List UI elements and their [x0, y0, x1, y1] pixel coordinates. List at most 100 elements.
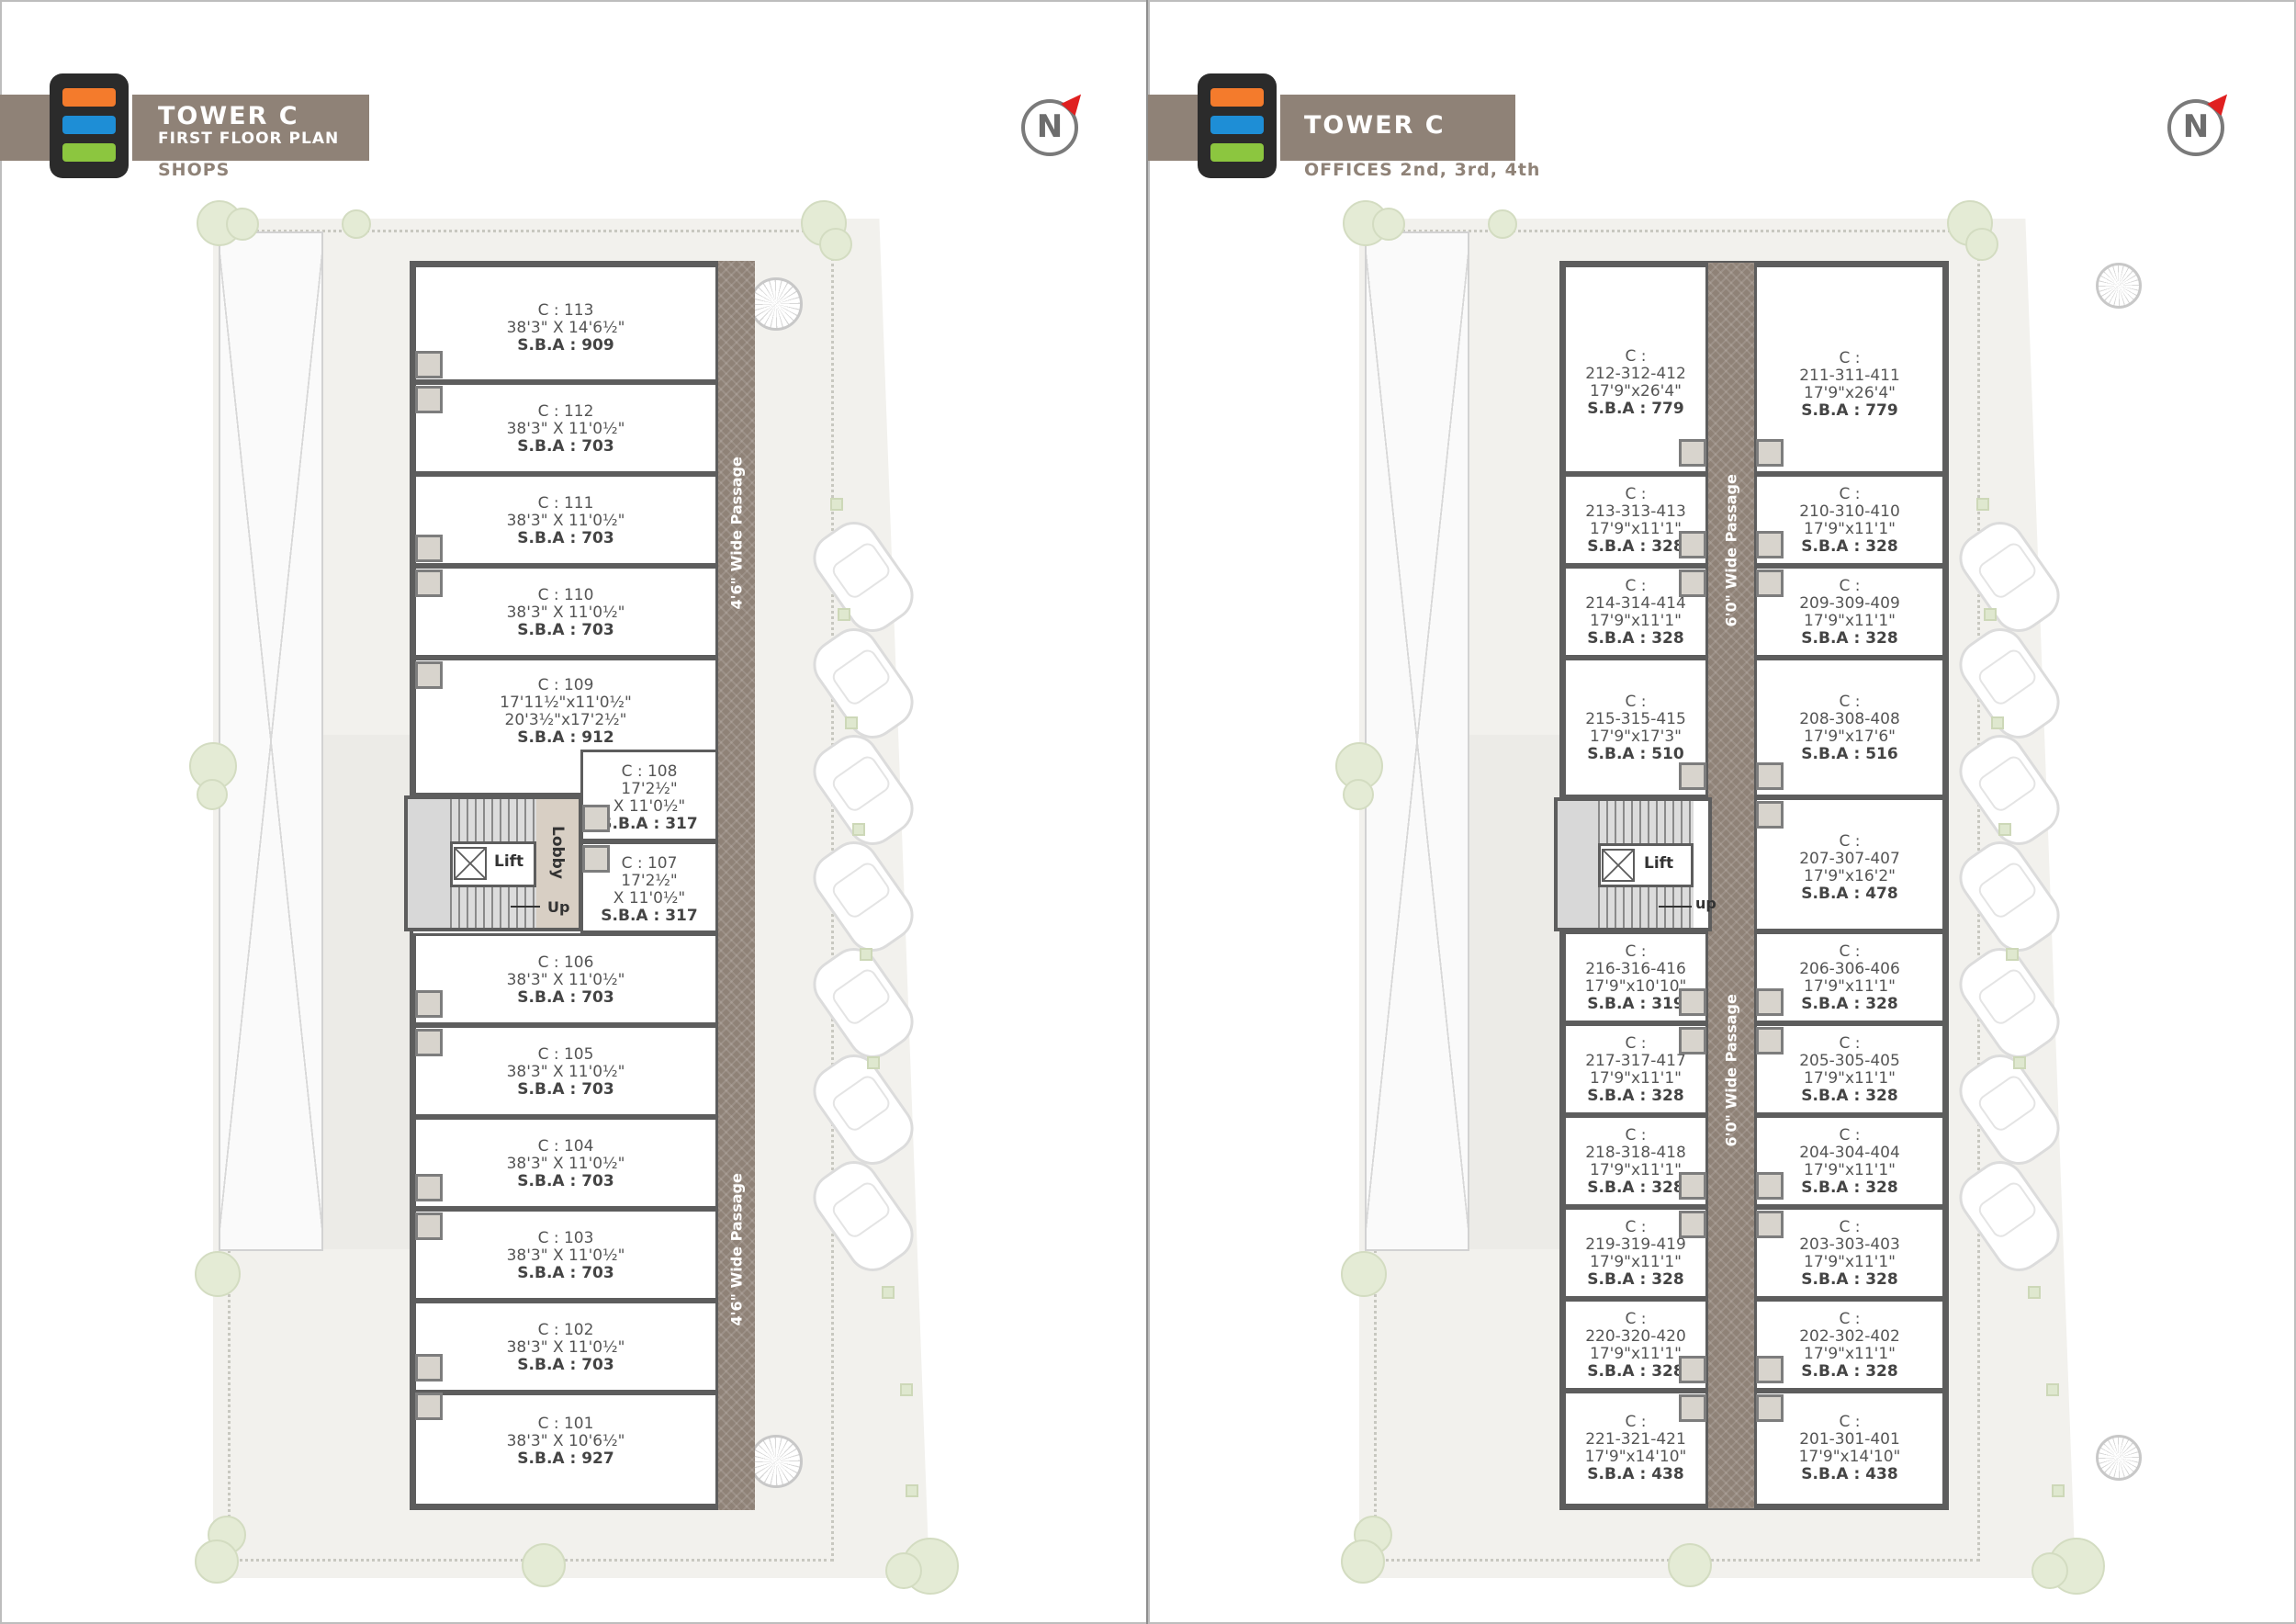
tree-icon	[1488, 209, 1517, 239]
tree-icon	[1372, 208, 1405, 241]
shop-unit-108[interactable]: C : 108 17'2½" X 11'0½" S.B.A : 317	[580, 750, 718, 841]
office-unit-208[interactable]: C : 208-308-408 17'9"x17'6" S.B.A : 516	[1754, 658, 1945, 797]
lift-void-icon	[1602, 849, 1635, 882]
header-stub	[1148, 95, 1201, 161]
washroom-icon	[1756, 1027, 1784, 1054]
tree-icon	[885, 1552, 922, 1589]
office-unit-203[interactable]: C : 203-303-403 17'9"x11'1" S.B.A : 328	[1754, 1207, 1945, 1299]
lift-label: Lift	[1644, 854, 1674, 873]
open-ground	[219, 231, 323, 1251]
tree-icon	[197, 779, 228, 810]
office-unit-205[interactable]: C : 205-305-405 17'9"x11'1" S.B.A : 328	[1754, 1023, 1945, 1115]
shop-unit-106[interactable]: C : 106 38'3" X 11'0½" S.B.A : 703	[413, 933, 718, 1025]
shop-unit-113[interactable]: C : 113 38'3" X 14'6½" S.B.A : 909	[413, 265, 718, 382]
shop-unit-102[interactable]: C : 102 38'3" X 11'0½" S.B.A : 703	[413, 1301, 718, 1393]
washroom-icon	[415, 535, 443, 562]
office-unit-213[interactable]: C : 213-313-413 17'9"x11'1" S.B.A : 328	[1563, 474, 1708, 566]
shop-unit-105[interactable]: C : 105 38'3" X 11'0½" S.B.A : 703	[413, 1025, 718, 1117]
brand-logo	[1198, 73, 1277, 178]
washroom-icon	[1756, 570, 1784, 597]
passage-label: 6'0" Wide Passage	[1722, 994, 1740, 1147]
office-unit-204[interactable]: C : 204-304-404 17'9"x11'1" S.B.A : 328	[1754, 1115, 1945, 1207]
stair-landing	[1558, 801, 1598, 928]
compass-letter: N	[1036, 108, 1064, 145]
office-unit-209[interactable]: C : 209-309-409 17'9"x11'1" S.B.A : 328	[1754, 566, 1945, 658]
office-unit-218[interactable]: C : 218-318-418 17'9"x11'1" S.B.A : 328	[1563, 1115, 1708, 1207]
washroom-icon	[1756, 762, 1784, 790]
header-bar	[1280, 95, 1515, 161]
header-stub	[0, 95, 53, 161]
tree-icon	[342, 209, 371, 239]
office-unit-207[interactable]: C : 207-307-407 17'9"x16'2" S.B.A : 478	[1754, 797, 1945, 931]
shrub-icon	[1991, 716, 2004, 729]
tree-icon	[819, 228, 852, 261]
page-subtitle: FIRST FLOOR PLAN	[158, 130, 340, 148]
shrub-icon	[852, 823, 865, 836]
office-unit-202[interactable]: C : 202-302-402 17'9"x11'1" S.B.A : 328	[1754, 1299, 1945, 1391]
shop-unit-112[interactable]: C : 112 38'3" X 11'0½" S.B.A : 703	[413, 382, 718, 474]
lobby	[536, 799, 579, 928]
passage-label: 4'6" Wide Passage	[727, 1173, 746, 1326]
stair-arrow-icon	[1659, 906, 1692, 908]
washroom-icon	[1756, 1356, 1784, 1383]
washroom-icon	[1756, 1172, 1784, 1200]
washroom-icon	[415, 661, 443, 689]
tree-icon	[2032, 1552, 2068, 1589]
shrub-icon	[2013, 1056, 2026, 1069]
stair-landing	[408, 799, 450, 928]
right-frame	[1148, 0, 2296, 1624]
left-panel: TOWER C FIRST FLOOR PLAN SHOPS N 4'6" Wi…	[0, 0, 1148, 1624]
tree-icon	[195, 1251, 241, 1297]
shrub-icon	[900, 1383, 913, 1396]
shop-unit-103[interactable]: C : 103 38'3" X 11'0½" S.B.A : 703	[413, 1209, 718, 1301]
office-unit-201[interactable]: C : 201-301-401 17'9"x14'10" S.B.A : 438	[1754, 1391, 1945, 1506]
shrub-icon	[867, 1056, 880, 1069]
washroom-icon	[1679, 1172, 1706, 1200]
page-caption: SHOPS	[158, 160, 231, 180]
shop-unit-111[interactable]: C : 111 38'3" X 11'0½" S.B.A : 703	[413, 474, 718, 566]
fountain-icon	[2096, 1435, 2142, 1481]
tree-icon	[1343, 779, 1374, 810]
washroom-icon	[415, 1354, 443, 1382]
office-unit-206[interactable]: C : 206-306-406 17'9"x11'1" S.B.A : 328	[1754, 931, 1945, 1023]
washroom-icon	[1679, 762, 1706, 790]
fountain-icon	[749, 277, 803, 331]
staircase	[450, 887, 536, 928]
page-caption: OFFICES 2nd, 3rd, 4th	[1304, 160, 1541, 180]
lift-void-icon	[454, 847, 487, 880]
washroom-icon	[582, 845, 610, 873]
office-unit-214[interactable]: C : 214-314-414 17'9"x11'1" S.B.A : 328	[1563, 566, 1708, 658]
shop-unit-110[interactable]: C : 110 38'3" X 11'0½" S.B.A : 703	[413, 566, 718, 658]
parking-strip	[1469, 735, 1561, 1249]
passage-label: 4'6" Wide Passage	[727, 457, 746, 610]
office-unit-210[interactable]: C : 210-310-410 17'9"x11'1" S.B.A : 328	[1754, 474, 1945, 566]
north-compass-icon: N	[1021, 88, 1088, 156]
washroom-icon	[415, 990, 443, 1018]
shrub-icon	[2046, 1383, 2059, 1396]
office-unit-211[interactable]: C : 211-311-411 17'9"x26'4" S.B.A : 779	[1754, 265, 1945, 474]
page-title: TOWER C	[158, 102, 299, 130]
shop-unit-101[interactable]: C : 101 38'3" X 10'6½" S.B.A : 927	[413, 1393, 718, 1506]
lift-label: Lift	[494, 852, 524, 871]
washroom-icon	[415, 570, 443, 597]
shrub-icon	[1976, 498, 1989, 511]
shrub-icon	[838, 608, 850, 621]
washroom-icon	[415, 1174, 443, 1201]
washroom-icon	[582, 805, 610, 832]
shop-unit-104[interactable]: C : 104 38'3" X 11'0½" S.B.A : 703	[413, 1117, 718, 1209]
shrub-icon	[830, 498, 843, 511]
staircase	[450, 799, 536, 841]
wide-passage	[1708, 263, 1754, 1508]
shop-unit-107[interactable]: C : 107 17'2½" X 11'0½" S.B.A : 317	[580, 841, 718, 933]
header-bar	[132, 95, 369, 161]
fountain-icon	[749, 1435, 803, 1488]
washroom-icon	[1679, 1211, 1706, 1238]
washroom-icon	[415, 351, 443, 378]
tree-icon	[1668, 1543, 1712, 1587]
washroom-icon	[1756, 531, 1784, 558]
washroom-icon	[1756, 439, 1784, 467]
tree-icon	[1965, 228, 1998, 261]
washroom-icon	[1679, 1027, 1706, 1054]
north-compass-icon: N	[2167, 88, 2234, 156]
wide-passage	[718, 261, 755, 1510]
